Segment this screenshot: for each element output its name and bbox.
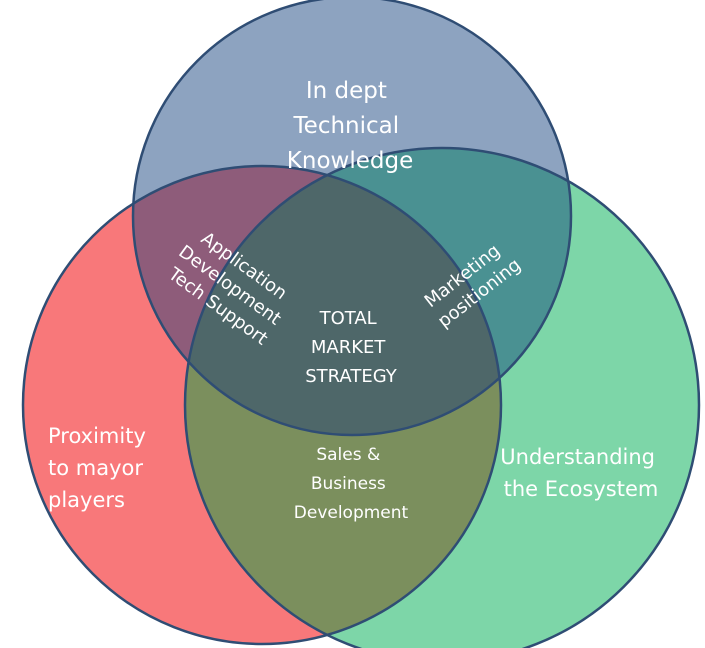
label-left-right: Sales & Business Development xyxy=(294,445,409,523)
label-top: In dept Technical Knowledge xyxy=(287,78,413,174)
label-right: Understanding the Ecosystem xyxy=(500,445,661,501)
outline-right xyxy=(183,146,701,648)
outline-top xyxy=(131,0,573,437)
overlap-center xyxy=(185,166,501,435)
outline-left xyxy=(21,164,503,646)
label-left: Proximity to mayor players xyxy=(48,424,153,512)
label-center: TOTAL MARKET STRATEGY xyxy=(305,308,398,387)
